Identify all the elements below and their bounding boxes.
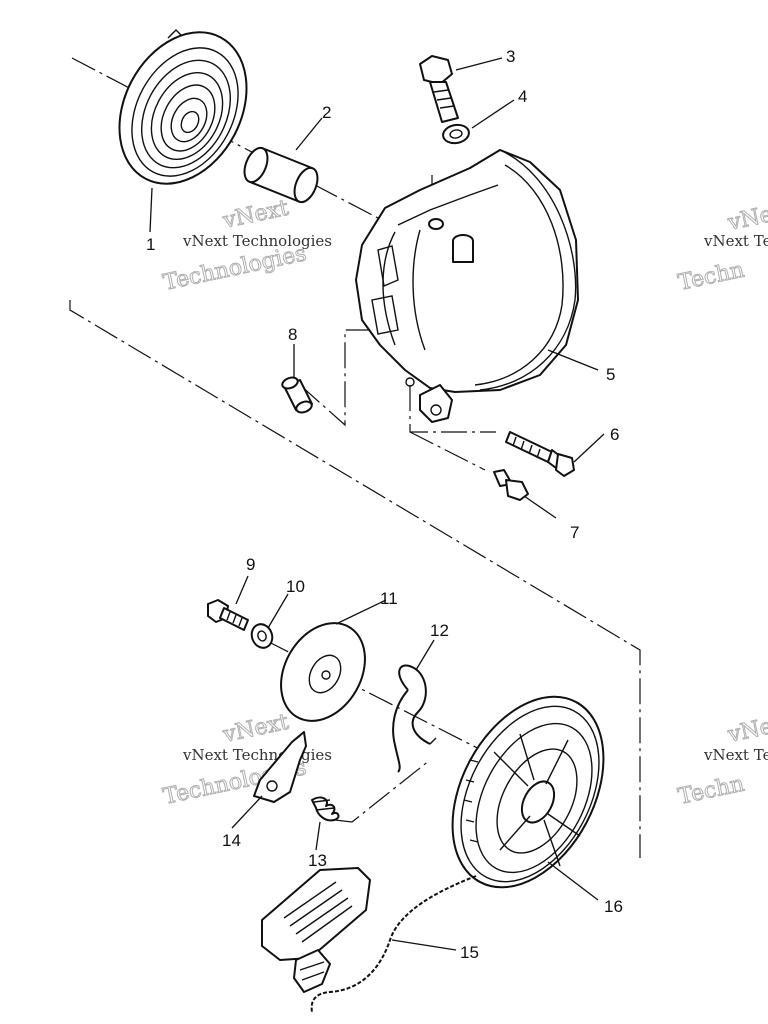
watermark-company: vNext Technologies (182, 746, 332, 764)
leader-lines (149, 57, 605, 951)
washer-top (442, 123, 470, 145)
callout-11: 11 (380, 589, 398, 608)
watermark-lower-center: vNext Technologies vNext Technologies (161, 709, 332, 810)
small-bushing (281, 376, 313, 414)
watermark-company-partial: vNext Te (703, 746, 768, 764)
watermark-outline-top: vNext (220, 196, 291, 234)
bolt-long (505, 431, 575, 477)
callout-12: 12 (430, 621, 449, 640)
watermark-lower-right: vNext Techn vNext Te (676, 709, 768, 810)
watermark-outline-top: vNext (725, 710, 768, 748)
friction-plate (280, 622, 366, 722)
washer-pawl (250, 623, 274, 649)
callout-6: 6 (610, 425, 619, 444)
bushing (243, 146, 319, 204)
callout-10: 10 (286, 577, 305, 596)
callout-16: 16 (604, 897, 623, 916)
bolt-short (493, 469, 529, 501)
callout-15: 15 (460, 943, 479, 962)
watermark-outline-bottom: Techn (676, 258, 746, 296)
callout-14: 14 (222, 831, 241, 850)
bolt-top (419, 55, 459, 123)
callout-numbers: 1 2 3 4 5 6 7 8 9 10 11 12 13 14 15 16 (146, 47, 623, 962)
watermark-outline-top: vNext (220, 710, 291, 748)
recoil-spring (118, 29, 248, 185)
starter-rope (310, 875, 477, 1013)
callout-2: 2 (322, 103, 331, 122)
callout-1: 1 (146, 235, 155, 254)
callout-7: 7 (570, 523, 579, 542)
starter-housing (355, 149, 579, 423)
watermark-company: vNext Technologies (182, 232, 332, 250)
callout-9: 9 (246, 555, 255, 574)
callout-13: 13 (308, 851, 327, 870)
watermark-outline-top: vNext (725, 198, 768, 236)
callout-3: 3 (506, 47, 515, 66)
pawl-spring (311, 796, 340, 822)
callout-4: 4 (518, 87, 527, 106)
callout-8: 8 (288, 325, 297, 344)
starter-handle (261, 867, 371, 993)
spring-clip (392, 664, 437, 773)
bolt-pawl (207, 599, 249, 631)
rope-pulley (451, 695, 605, 889)
callout-5: 5 (606, 365, 615, 384)
watermark-upper-right: vNext Techn vNext Te (676, 197, 768, 296)
watermark-outline-bottom: Techn (676, 772, 746, 810)
watermark-upper-center: vNext Technologies vNext Technologies (161, 195, 332, 296)
watermark-company-partial: vNext Te (703, 232, 768, 250)
